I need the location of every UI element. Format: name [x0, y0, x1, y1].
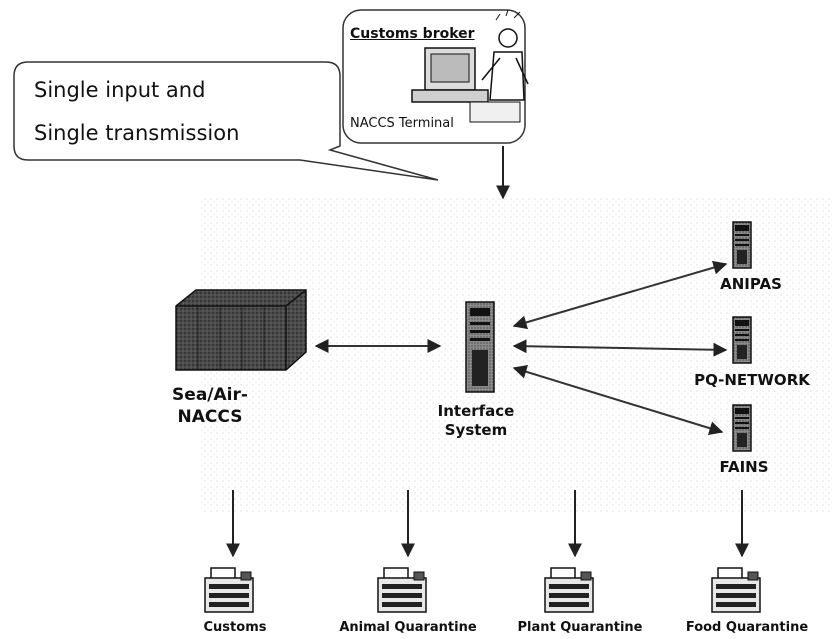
anipas-label: ANIPAS	[720, 275, 782, 293]
plant-quarantine-label: Plant Quarantine	[517, 620, 643, 635]
broker-terminal-label: NACCS Terminal	[350, 116, 454, 131]
fains-label: FAINS	[719, 458, 769, 476]
customs-label: Customs	[203, 620, 267, 635]
interface-label-line1: Interface	[437, 402, 515, 420]
interface-server-icon	[465, 301, 495, 393]
animal-quarantine-printer-icon	[377, 567, 427, 613]
pq-network-server-icon	[732, 316, 752, 364]
naccs-label-line1: Sea/Air-	[172, 385, 248, 405]
arrow-interface-pqnetwork	[512, 339, 728, 357]
arrow-interface-anipas	[512, 260, 728, 330]
pq-network-label: PQ-NETWORK	[694, 371, 810, 389]
broker-title: Customs broker	[350, 26, 475, 42]
animal-quarantine-label: Animal Quarantine	[339, 620, 477, 635]
food-quarantine-printer-icon	[711, 567, 761, 613]
arrow-interface-fains	[512, 365, 724, 435]
callout-bubble	[13, 61, 439, 181]
naccs-mainframe-icon	[175, 289, 307, 371]
naccs-label-line2: NACCS	[177, 407, 243, 427]
callout-line2: Single transmission	[34, 121, 240, 145]
anipas-server-icon	[732, 221, 752, 269]
customs-printer-icon	[204, 567, 254, 613]
food-quarantine-label: Food Quarantine	[685, 620, 809, 635]
interface-label-line2: System	[444, 421, 508, 439]
plant-quarantine-printer-icon	[544, 567, 594, 613]
callout-line1: Single input and	[34, 78, 206, 102]
fains-server-icon	[732, 404, 752, 452]
broker-workstation-icon	[411, 9, 529, 123]
